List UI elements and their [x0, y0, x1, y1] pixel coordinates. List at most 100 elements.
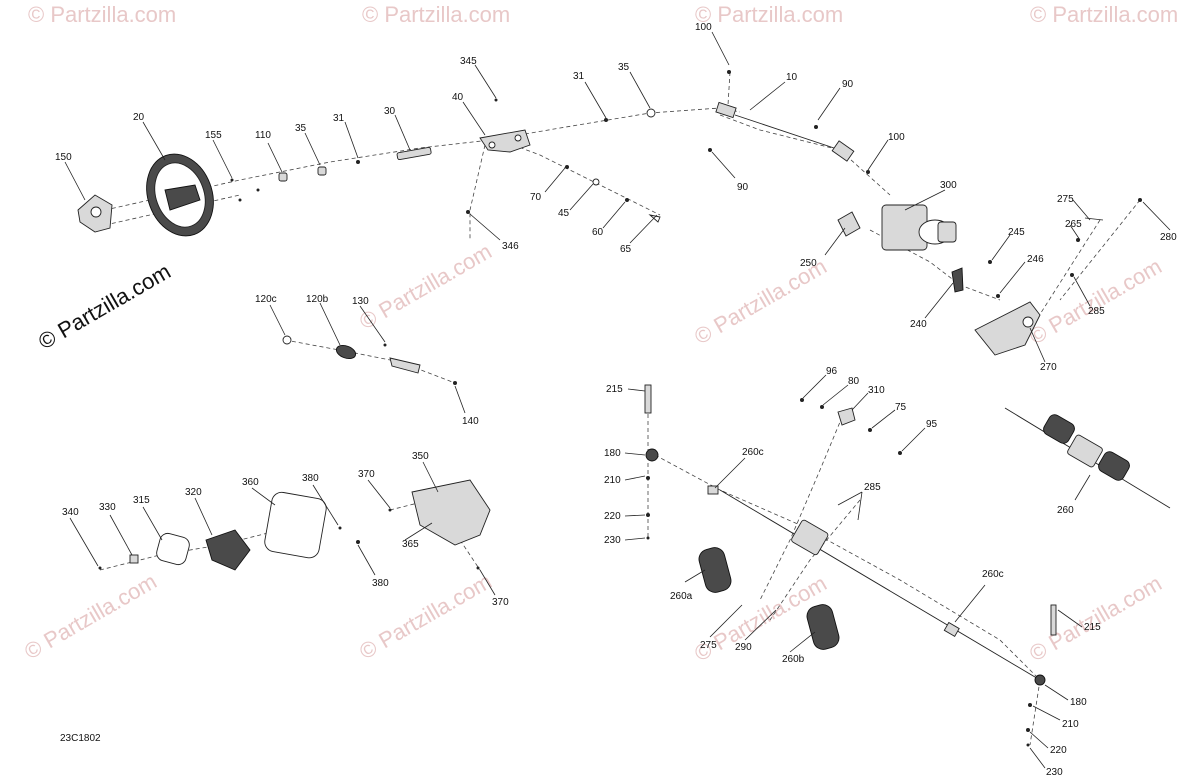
watermark: © Partzilla.com: [1030, 2, 1178, 27]
callout-340: 340: [62, 507, 79, 518]
callout-100: 100: [888, 132, 905, 143]
callout-370: 370: [492, 597, 509, 608]
callout-290: 290: [735, 642, 752, 653]
callout-215: 215: [606, 384, 623, 395]
callout-230: 230: [604, 535, 621, 546]
callout-260b: 260b: [782, 654, 805, 665]
watermark: © Partzilla.com: [28, 2, 176, 27]
callout-370: 370: [358, 469, 375, 480]
part-dash-console-group: [98, 479, 491, 571]
callout-330: 330: [99, 502, 116, 513]
callout-285: 285: [1088, 306, 1105, 317]
part-fasteners-right: [1070, 198, 1142, 277]
callout-96: 96: [826, 366, 838, 377]
callout-20: 20: [133, 112, 145, 123]
callout-350: 350: [412, 451, 429, 462]
callout-280: 280: [1160, 232, 1177, 243]
callout-315: 315: [133, 495, 150, 506]
callout-285: 285: [864, 482, 881, 493]
callout-230: 230: [1046, 767, 1063, 778]
callout-245: 245: [1008, 227, 1025, 238]
watermark: © Partzilla.com: [695, 2, 843, 27]
assembly-lines: [99, 71, 1141, 746]
callout-95: 95: [926, 419, 938, 430]
part-steering-shaft-30: [396, 146, 432, 161]
callout-10: 10: [786, 72, 798, 83]
callout-90: 90: [737, 182, 749, 193]
callout-40: 40: [452, 92, 464, 103]
callout-380: 380: [372, 578, 389, 589]
part-steering-wheel: [146, 153, 214, 237]
callout-220: 220: [604, 511, 621, 522]
callout-35: 35: [295, 123, 307, 134]
callout-215: 215: [1084, 622, 1101, 633]
part-eps-motor-300: [881, 204, 957, 251]
callout-270: 270: [1040, 362, 1057, 373]
callout-246: 246: [1027, 254, 1044, 265]
part-intermediate-shaft-10: [708, 70, 870, 174]
callout-210: 210: [604, 475, 621, 486]
part-support-270: [974, 301, 1041, 356]
callout-365: 365: [402, 539, 419, 550]
callout-65: 65: [620, 244, 632, 255]
callout-380: 380: [302, 473, 319, 484]
brand-logo-text: © Partzilla.com: [34, 259, 175, 355]
callout-260a: 260a: [670, 591, 693, 602]
callout-90: 90: [842, 79, 854, 90]
figure-id: 23C1802: [60, 733, 101, 744]
part-mount-bracket-240: [951, 260, 1000, 298]
part-steering-rack-assembly: [644, 384, 1057, 747]
callout-210: 210: [1062, 719, 1079, 730]
callout-360: 360: [242, 477, 259, 488]
callout-265: 265: [1065, 219, 1082, 230]
callout-120c: 120c: [255, 294, 277, 305]
callout-320: 320: [185, 487, 202, 498]
callout-310: 310: [868, 385, 885, 396]
part-rack-260-isolated: [1004, 407, 1171, 509]
callout-70: 70: [530, 192, 542, 203]
callout-240: 240: [910, 319, 927, 330]
callout-260: 260: [1057, 505, 1074, 516]
part-airbag-cover: [77, 194, 113, 233]
callout-100: 100: [695, 22, 712, 33]
callout-260c: 260c: [742, 447, 764, 458]
callout-31: 31: [573, 71, 585, 82]
callout-45: 45: [558, 208, 570, 219]
watermark: © Partzilla.com: [355, 239, 496, 335]
part-bushings-120: [282, 335, 457, 385]
callout-150: 150: [55, 152, 72, 163]
callout-250: 250: [800, 258, 817, 269]
part-boots-260: [698, 547, 840, 650]
callout-110: 110: [255, 130, 271, 141]
callout-31: 31: [333, 113, 345, 124]
callout-275: 275: [700, 640, 717, 651]
callout-346: 346: [502, 241, 519, 252]
callout-260c: 260c: [982, 569, 1004, 580]
callout-140: 140: [462, 416, 479, 427]
watermark: © Partzilla.com: [20, 569, 161, 665]
part-column-bracket-40: [479, 129, 531, 153]
callout-345: 345: [460, 56, 477, 67]
callout-300: 300: [940, 180, 957, 191]
part-small-hardware-left: [230, 160, 360, 202]
callout-80: 80: [848, 376, 860, 387]
callout-180: 180: [604, 448, 621, 459]
part-tie-rod-310: [800, 398, 902, 455]
watermark: © Partzilla.com: [1025, 254, 1166, 350]
part-small-hardware-mid: [466, 98, 661, 223]
callout-120b: 120b: [306, 294, 329, 305]
callout-130: 130: [352, 296, 369, 307]
callout-275: 275: [1057, 194, 1074, 205]
callout-35: 35: [618, 62, 630, 73]
watermark: © Partzilla.com: [1025, 571, 1166, 667]
callout-labels: 100 10 90 100 90 345 31 35 40 30 31 35 1…: [55, 22, 1177, 778]
watermark: © Partzilla.com: [362, 2, 510, 27]
leader-lines: [64, 31, 1171, 769]
callout-180: 180: [1070, 697, 1087, 708]
callout-155: 155: [205, 130, 222, 141]
callout-220: 220: [1050, 745, 1067, 756]
callout-30: 30: [384, 106, 396, 117]
callout-60: 60: [592, 227, 604, 238]
callout-75: 75: [895, 402, 907, 413]
